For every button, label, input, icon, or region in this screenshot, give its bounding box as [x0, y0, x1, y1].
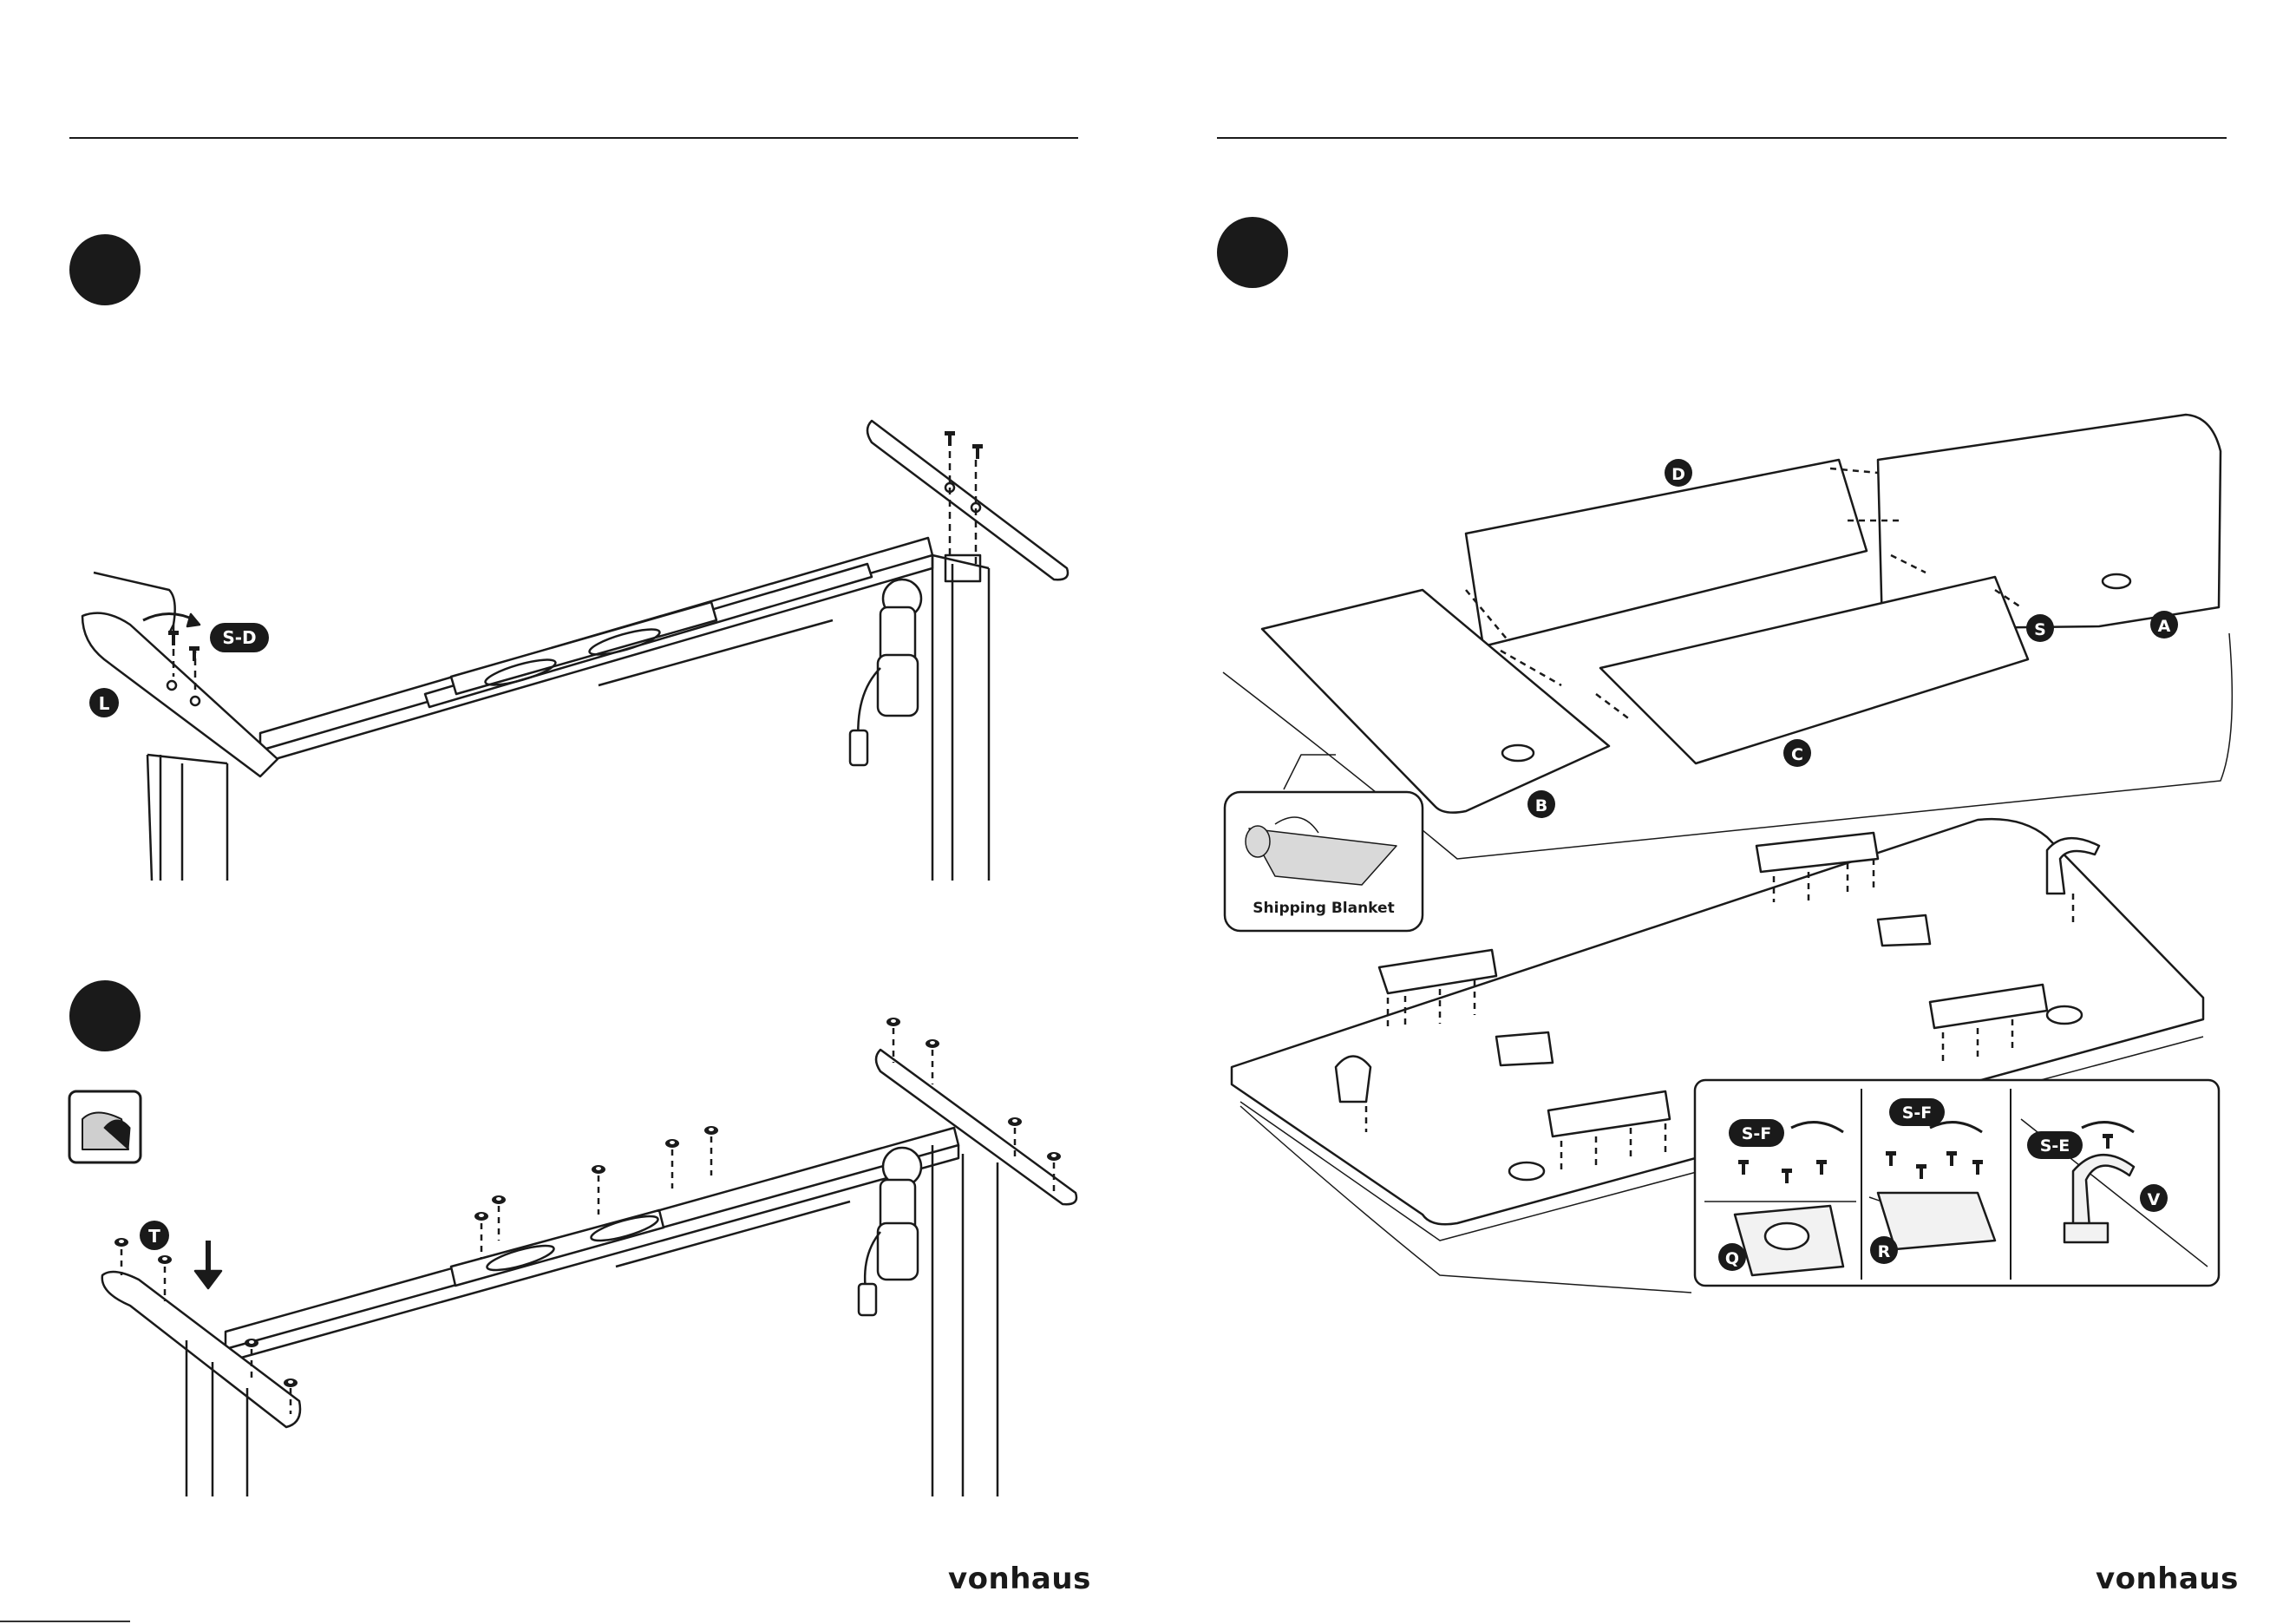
part-label-s: S	[2026, 614, 2054, 642]
part-label-a: A	[2150, 611, 2178, 638]
part-label-v: V	[2140, 1184, 2168, 1212]
svg-text:R: R	[1878, 1242, 1891, 1261]
part-label-l: L	[89, 688, 119, 717]
part-label-s-d: S-D	[210, 623, 269, 652]
svg-text:S-F: S-F	[1742, 1124, 1772, 1143]
part-label-s-e: S-E	[2027, 1131, 2083, 1159]
part-label-r: R	[1870, 1236, 1898, 1264]
svg-text:L: L	[99, 693, 110, 714]
step-3-desktop-drawing	[1223, 415, 2232, 1293]
svg-text:C: C	[1791, 745, 1803, 764]
part-label-b: B	[1527, 790, 1555, 818]
svg-text:A: A	[2158, 617, 2171, 636]
part-label-s-f: S-F	[1889, 1098, 1945, 1126]
part-label-t: T	[140, 1221, 169, 1250]
svg-text:S-F: S-F	[1902, 1103, 1933, 1123]
svg-text:T: T	[148, 1226, 160, 1247]
svg-text:Q: Q	[1725, 1249, 1739, 1268]
shipping-blanket-label: Shipping Blanket	[1253, 900, 1394, 917]
step-2-frame-drawing	[69, 1028, 1076, 1496]
part-label-q: Q	[1718, 1243, 1746, 1271]
part-label-s-f: S-F	[1729, 1119, 1784, 1147]
svg-text:S: S	[2034, 620, 2046, 639]
part-label-d: D	[1665, 459, 1692, 487]
svg-text:V: V	[2148, 1190, 2161, 1209]
svg-text:S-E: S-E	[2040, 1136, 2070, 1156]
svg-text:B: B	[1535, 796, 1547, 815]
svg-text:D: D	[1671, 465, 1685, 484]
part-label-c: C	[1783, 739, 1811, 767]
svg-text:S-D: S-D	[222, 627, 256, 648]
down-arrow-icon	[195, 1271, 221, 1288]
